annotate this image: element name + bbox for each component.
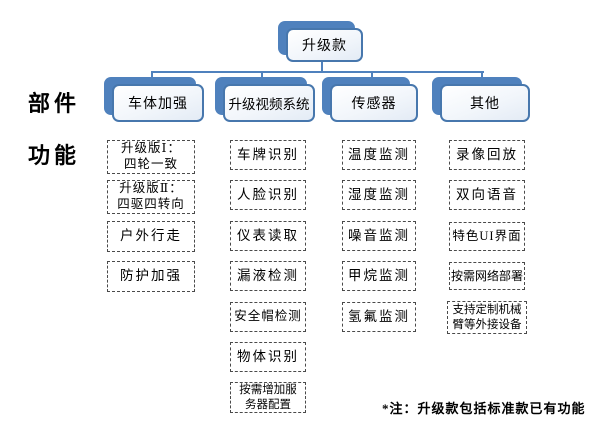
node-branch-body-label: 车体加强 bbox=[112, 84, 204, 122]
leaf-sensor-humidity: 湿度监测 bbox=[342, 180, 416, 210]
leaf-video-plate: 车牌识别 bbox=[230, 140, 306, 170]
leaf-sensor-temp: 温度监测 bbox=[342, 140, 416, 170]
leaf-line: 户外行走 bbox=[120, 228, 182, 244]
leaf-line: 甲烷监测 bbox=[348, 267, 410, 283]
leaf-other-network: 按需网络部署 bbox=[449, 262, 525, 290]
row-label-parts: 部件 bbox=[28, 91, 81, 116]
leaf-line: 物体识别 bbox=[237, 348, 299, 364]
node-branch-body: 车体加强 bbox=[104, 77, 204, 122]
leaf-other-playback: 录像回放 bbox=[449, 140, 525, 170]
leaf-line: 四轮一致 bbox=[123, 157, 178, 171]
leaf-line: 噪音监测 bbox=[348, 227, 410, 243]
leaf-line: 特色UI界面 bbox=[452, 228, 522, 243]
leaf-line: 务器配置 bbox=[245, 398, 291, 411]
leaf-sensor-methane: 甲烷监测 bbox=[342, 261, 416, 291]
node-root-label: 升级款 bbox=[286, 28, 363, 62]
leaf-line: 臂等外接设备 bbox=[452, 318, 522, 331]
node-branch-other-label: 其他 bbox=[440, 84, 530, 122]
connector-root-stub bbox=[321, 62, 323, 72]
leaf-line: 录像回放 bbox=[456, 146, 518, 162]
node-branch-video-label: 升级视频系统 bbox=[223, 84, 315, 122]
leaf-line: 支持定制机械 bbox=[452, 304, 522, 317]
node-branch-sensor-label: 传感器 bbox=[330, 84, 418, 122]
leaf-video-server: 按需增加服 务器配置 bbox=[230, 382, 306, 413]
leaf-body-upgrade1: 升级版Ⅰ： 四轮一致 bbox=[107, 140, 195, 174]
leaf-body-protection: 防护加强 bbox=[107, 261, 195, 292]
leaf-video-helmet: 安全帽检测 bbox=[230, 302, 306, 332]
leaf-line: 车牌识别 bbox=[237, 146, 299, 162]
leaf-sensor-noise: 噪音监测 bbox=[342, 221, 416, 251]
leaf-line: 按需增加服 bbox=[239, 384, 297, 397]
leaf-line: 升级版Ⅱ： bbox=[119, 181, 183, 196]
connector-drop-2 bbox=[261, 71, 263, 79]
leaf-sensor-hf: 氢氟监测 bbox=[342, 302, 416, 332]
leaf-line: 按需网络部署 bbox=[450, 268, 523, 283]
leaf-video-meter: 仪表读取 bbox=[230, 221, 306, 251]
node-branch-sensor: 传感器 bbox=[322, 77, 418, 122]
leaf-video-object: 物体识别 bbox=[230, 342, 306, 372]
leaf-other-ui: 特色UI界面 bbox=[449, 222, 525, 251]
leaf-line: 双向语音 bbox=[456, 186, 518, 202]
node-branch-other: 其他 bbox=[432, 77, 530, 122]
leaf-video-face: 人脸识别 bbox=[230, 180, 306, 210]
node-root: 升级款 bbox=[278, 21, 363, 62]
connector-drop-1 bbox=[151, 71, 153, 79]
leaf-line: 仪表读取 bbox=[237, 227, 299, 243]
leaf-line: 防护加强 bbox=[120, 268, 182, 284]
connector-horizontal bbox=[152, 71, 484, 73]
leaf-body-outdoor: 户外行走 bbox=[107, 221, 195, 252]
row-label-functions: 功能 bbox=[28, 143, 81, 168]
connector-drop-4 bbox=[481, 71, 483, 79]
leaf-other-arm: 支持定制机械 臂等外接设备 bbox=[447, 301, 527, 334]
leaf-line: 湿度监测 bbox=[348, 186, 410, 202]
leaf-line: 升级版Ⅰ： bbox=[121, 141, 181, 156]
leaf-line: 人脸识别 bbox=[237, 186, 299, 202]
leaf-line: 氢氟监测 bbox=[348, 308, 410, 324]
leaf-video-leak: 漏液检测 bbox=[230, 261, 306, 291]
leaf-line: 安全帽检测 bbox=[234, 309, 302, 324]
node-branch-video: 升级视频系统 bbox=[215, 77, 315, 122]
leaf-line: 四驱四转向 bbox=[117, 197, 185, 211]
footnote: *注：升级款包括标准款已有功能 bbox=[382, 401, 586, 416]
leaf-body-upgrade2: 升级版Ⅱ： 四驱四转向 bbox=[107, 180, 195, 214]
leaf-line: 漏液检测 bbox=[237, 267, 299, 283]
leaf-line: 温度监测 bbox=[348, 146, 410, 162]
connector-drop-3 bbox=[371, 71, 373, 79]
leaf-other-audio: 双向语音 bbox=[449, 180, 525, 210]
